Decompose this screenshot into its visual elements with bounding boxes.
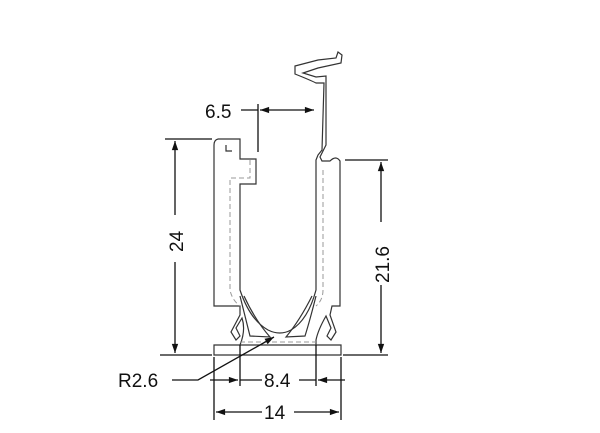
dim-total-width-label: 14 (264, 403, 286, 424)
dim-inner-height-label: 21.6 (373, 246, 394, 283)
profile-outline (213, 51, 343, 356)
dim-offset-label: 6.5 (205, 102, 231, 123)
dim-inner-width-label: 8.4 (264, 371, 291, 392)
hidden-lines (229, 160, 324, 343)
dim-total-height-label: 24 (167, 230, 188, 252)
dimension-lines (160, 104, 388, 420)
dim-radius-label: R2.6 (118, 371, 158, 392)
